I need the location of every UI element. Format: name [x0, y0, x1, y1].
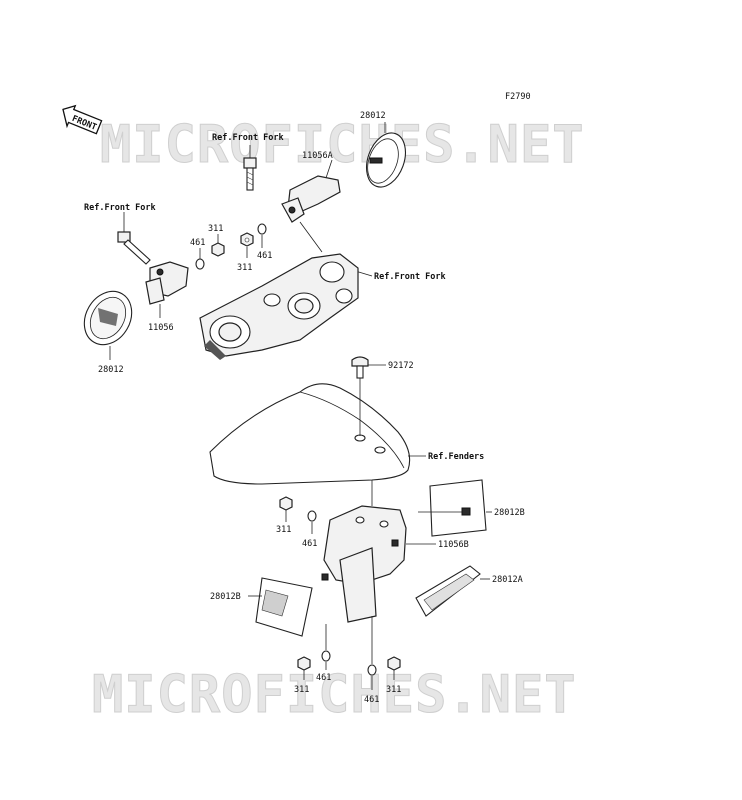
reflector-round-left[interactable] — [75, 283, 141, 353]
nut-311-lower-left[interactable] — [297, 656, 311, 671]
screw-92172[interactable] — [351, 356, 369, 379]
reflector-round-top[interactable] — [360, 128, 413, 193]
label-461-e: 461 — [364, 695, 379, 705]
label-461-a: 461 — [190, 238, 205, 248]
nut-311-upper[interactable] — [240, 232, 254, 247]
reflector-rect-right[interactable] — [418, 479, 487, 537]
reflector-rect-28012a[interactable] — [415, 565, 481, 617]
washer-461-lower-right[interactable] — [367, 664, 377, 676]
bolt-left[interactable] — [117, 231, 151, 265]
label-28012-top: 28012 — [360, 111, 386, 121]
reflector-rect-left[interactable] — [255, 577, 313, 637]
bracket-11056a[interactable] — [281, 175, 341, 223]
label-28012a: 28012A — [492, 575, 523, 585]
label-28012-left: 28012 — [98, 365, 124, 375]
label-461-d: 461 — [316, 673, 331, 683]
watermark-bottom: MICROFICHES.NET — [92, 665, 577, 725]
label-11056: 11056 — [148, 323, 174, 333]
diagram-code: F2790 — [505, 92, 531, 102]
label-311-c: 311 — [276, 525, 291, 535]
label-11056b: 11056B — [438, 540, 469, 550]
label-461-b: 461 — [257, 251, 272, 261]
ref-front-fork-upper: Ref.Front Fork — [212, 133, 284, 143]
watermark-top: MICROFICHES.NET — [100, 115, 585, 175]
washer-461-upper[interactable] — [257, 223, 267, 235]
washer-461-mid[interactable] — [307, 510, 317, 522]
nut-311-lower-right[interactable] — [387, 656, 401, 671]
label-28012b-right: 28012B — [494, 508, 525, 518]
bracket-11056b[interactable] — [321, 505, 407, 623]
ref-front-fork-right: Ref.Front Fork — [374, 272, 446, 282]
leader-bracket-to-fork — [299, 221, 323, 253]
nut-311-left[interactable] — [211, 242, 225, 257]
leader-11056a — [325, 159, 333, 179]
label-28012b-left: 28012B — [210, 592, 241, 602]
bolt-upper[interactable] — [243, 157, 257, 191]
washer-461-left[interactable] — [195, 258, 205, 270]
label-461-c: 461 — [302, 539, 317, 549]
label-11056a: 11056A — [302, 151, 333, 161]
label-311-a: 311 — [208, 224, 223, 234]
ref-fenders: Ref.Fenders — [428, 452, 484, 462]
label-311-b: 311 — [237, 263, 252, 273]
front-arrow-icon: FRONT — [62, 104, 103, 135]
label-311-e: 311 — [386, 685, 401, 695]
label-311-d: 311 — [294, 685, 309, 695]
bracket-11056[interactable] — [145, 261, 189, 305]
nut-311-mid[interactable] — [279, 496, 293, 511]
front-fork-bracket — [199, 253, 359, 360]
front-fender — [209, 383, 411, 485]
label-92172: 92172 — [388, 361, 414, 371]
washer-461-lower-left[interactable] — [321, 650, 331, 662]
ref-front-fork-left: Ref.Front Fork — [84, 203, 156, 213]
